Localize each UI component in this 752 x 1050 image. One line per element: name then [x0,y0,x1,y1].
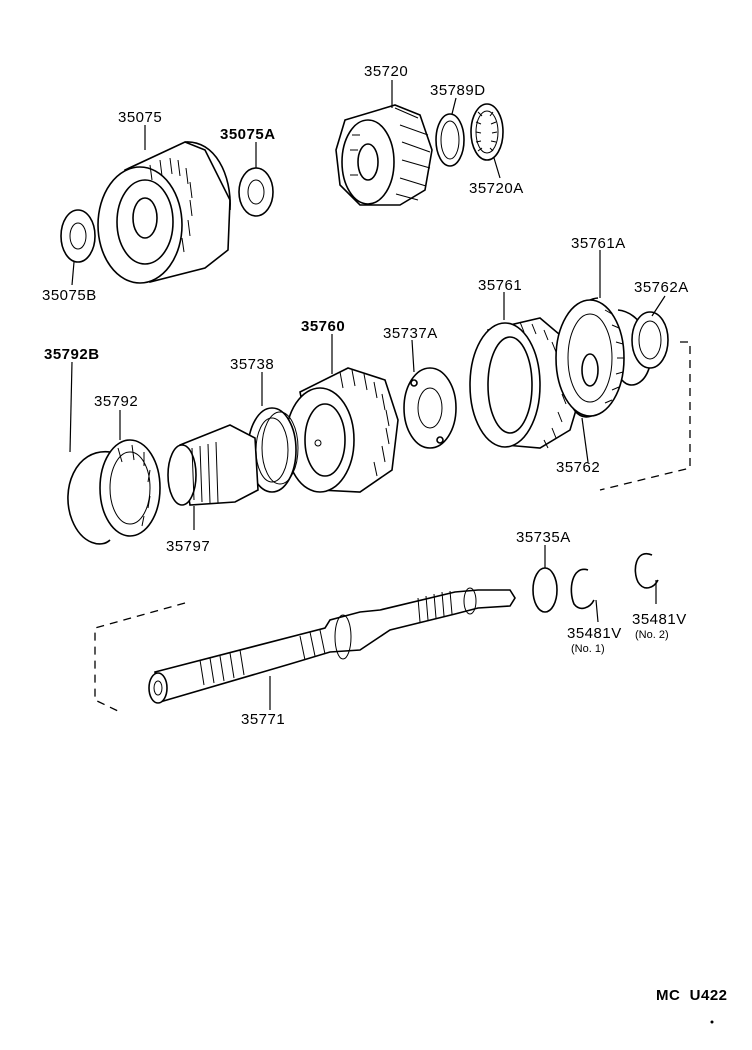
assembly-bracket-left [94,602,186,713]
part-35762-flange [555,299,625,417]
label-35481V-no2-note: (No. 2) [635,629,669,641]
page-mark-dot [710,1020,714,1024]
label-35735A: 35735A [516,529,571,546]
part-35720A-thrust-bearing [470,103,504,161]
label-35075: 35075 [118,109,162,126]
label-35720: 35720 [364,63,408,80]
part-35481V-no2-snap-ring [634,552,659,589]
label-35737A: 35737A [383,325,438,342]
part-35797-sleeve [167,424,259,506]
label-35075A: 35075A [220,126,276,143]
part-35075B-washer [60,209,96,263]
part-35735A-snap-ring [532,567,558,613]
part-35760-planetary-gear [285,367,399,493]
part-35075-clutch-drum [97,141,231,284]
label-35792B: 35792B [44,346,100,363]
part-35737A-thrust-washer [403,367,457,449]
label-35797: 35797 [166,538,210,555]
label-35792: 35792 [94,393,138,410]
part-35720-planetary-carrier [335,104,433,206]
label-35789D: 35789D [430,82,486,99]
part-35481V-no1-snap-ring [570,568,595,610]
label-35771: 35771 [241,711,285,728]
label-35762A: 35762A [634,279,689,296]
leader-lines [69,80,666,710]
part-35075A-washer [238,167,274,217]
label-35738: 35738 [230,356,274,373]
diagram-code: MC U422 [656,987,728,1004]
label-35720A: 35720A [469,180,524,197]
part-35792B-snap-ring [67,451,111,545]
label-35760: 35760 [301,318,345,335]
label-35761A: 35761A [571,235,626,252]
label-35761: 35761 [478,277,522,294]
part-35789D-thrust-washer [435,113,465,167]
label-35075B: 35075B [42,287,97,304]
label-35481V-no1-note: (No. 1) [571,643,605,655]
label-35762: 35762 [556,459,600,476]
label-35481V-no2: 35481V [632,611,687,628]
part-35792-one-way-clutch [99,439,161,537]
assembly-bracket-right [599,341,691,491]
label-35481V-no1: 35481V [567,625,622,642]
part-35771-input-shaft [148,587,516,704]
part-35762A-bearing [617,309,669,386]
